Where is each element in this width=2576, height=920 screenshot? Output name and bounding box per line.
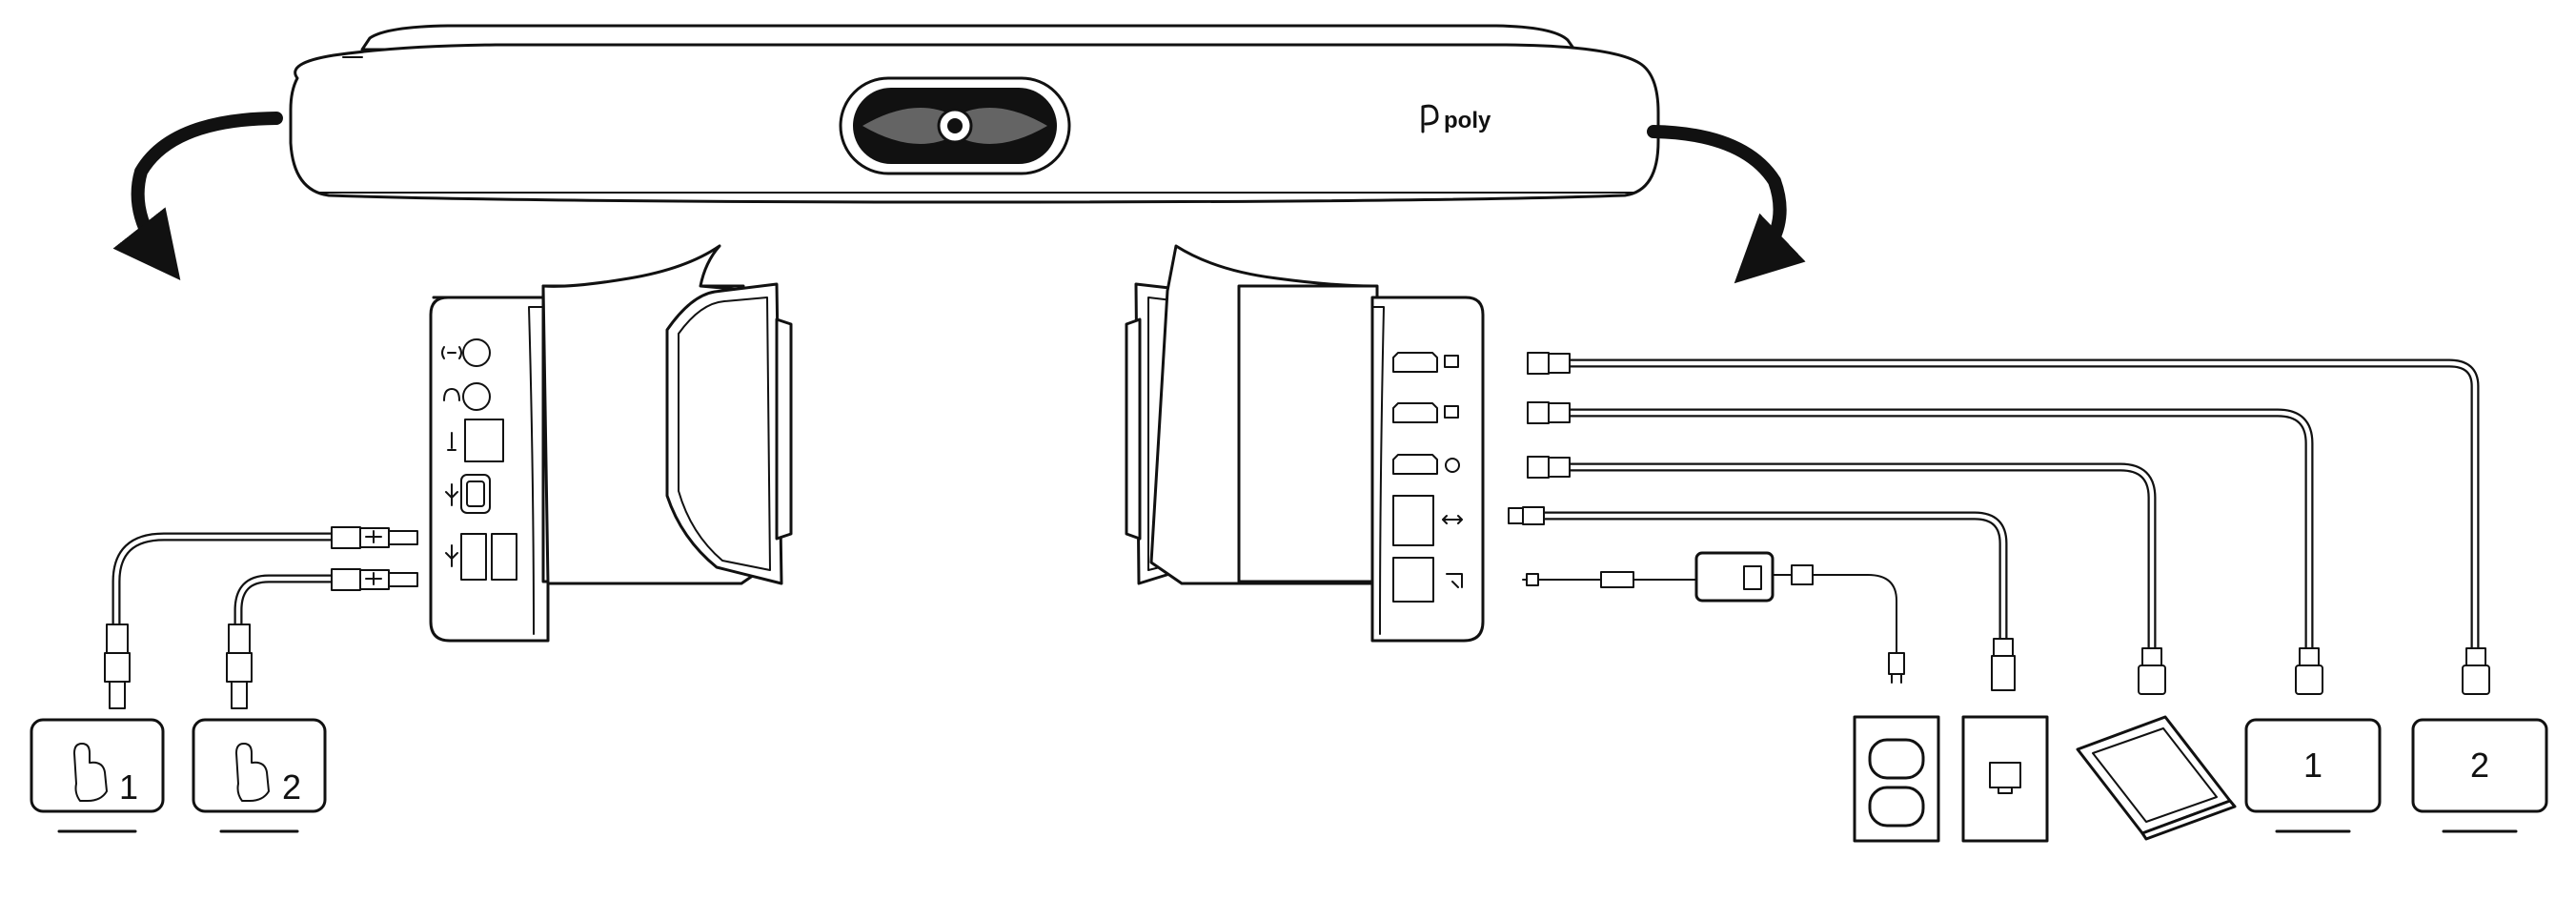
touch-controller-number: 2 (282, 767, 301, 807)
curved-arrow-left-icon (112, 112, 283, 281)
usb-cable-2 (226, 568, 418, 709)
headset-icon (443, 382, 491, 411)
network-icon (1392, 557, 1463, 603)
usb-icon (445, 533, 517, 581)
touch-controller-2: 2 (192, 718, 327, 833)
monitor-icon (2411, 718, 2548, 813)
hdmi-cable-display-2 (1527, 352, 2490, 695)
microphone-icon (447, 419, 504, 462)
curved-arrow-right-icon (1647, 125, 1806, 284)
usb-icon (445, 474, 491, 514)
power-outlet-icon (1853, 715, 1940, 843)
touch-controller-1: 1 (30, 718, 165, 833)
video-bar-front: poly (289, 24, 1660, 204)
hdmi-cable-display-1 (1527, 401, 2323, 695)
camera-window (839, 76, 1071, 175)
microphone-icon (441, 338, 491, 367)
ethernet-wall-jack-icon (1961, 715, 2049, 843)
display-number: 1 (2303, 746, 2322, 785)
display-1: 1 (2244, 718, 2382, 833)
hdmi-in-icon (1392, 454, 1460, 475)
display-number: 2 (2470, 746, 2489, 785)
display-icon (1392, 352, 1459, 373)
monitor-icon (2244, 718, 2382, 813)
laptop-icon (2076, 715, 2237, 841)
hdmi-cable-laptop (1527, 456, 2166, 695)
video-bar-left-side (429, 244, 793, 643)
usb-cable-1 (104, 526, 418, 709)
display-icon (1392, 402, 1459, 423)
network-cable (1508, 506, 2016, 691)
power-cable (1522, 551, 1905, 684)
display-2: 2 (2411, 718, 2548, 833)
brand-logo-text: poly (1444, 108, 1491, 133)
video-bar-right-side (1125, 244, 1485, 643)
touch-controller-number: 1 (119, 767, 138, 807)
poly-logo: poly (1421, 104, 1491, 133)
sync-icon (1392, 495, 1463, 546)
